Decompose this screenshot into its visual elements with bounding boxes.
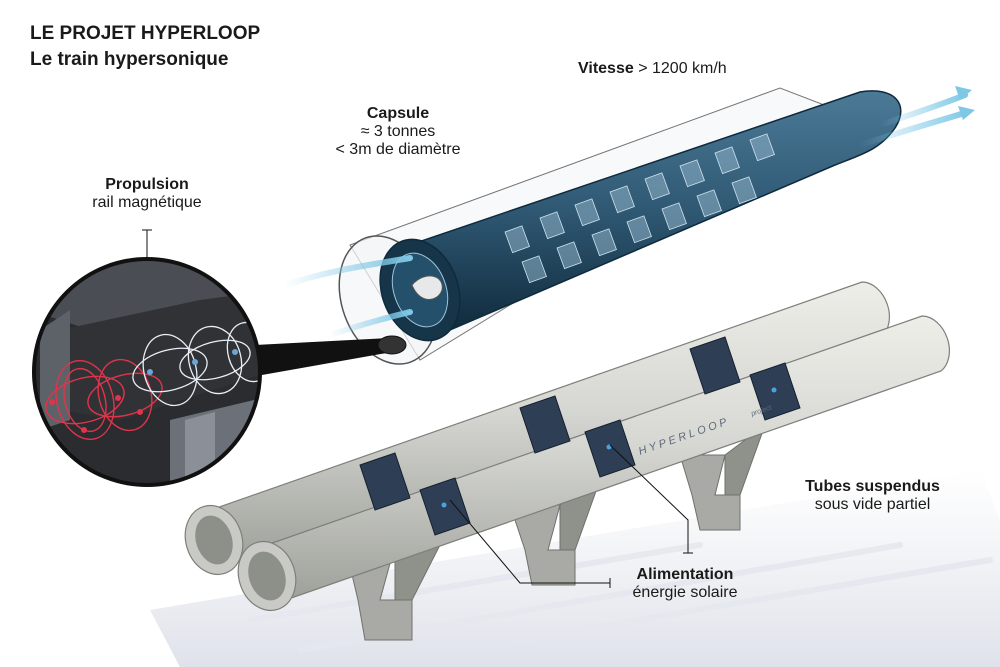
propulsion-label: Propulsion rail magnétique [67,176,227,212]
alimentation-label: Alimentation énergie solaire [605,566,765,602]
leader-lines [142,229,693,588]
speed-label-title: Vitesse [578,60,634,77]
capsule-label-title: Capsule [366,105,430,122]
capsule-label-diameter: < 3m de diamètre [335,141,461,158]
tubes-label-sub: sous vide partiel [814,496,931,513]
propulsion-label-title: Propulsion [105,176,189,193]
tubes-label: Tubes suspendus sous vide partiel [775,478,970,514]
capsule-seats [504,133,775,284]
capsule-label-weight: ≈ 3 tonnes [360,123,436,140]
speed-label: Vitesse > 1200 km/h [578,60,727,78]
propulsion-label-sub: rail magnétique [92,194,202,211]
capsule-label: Capsule ≈ 3 tonnes < 3m de diamètre [318,105,478,159]
airflow-arrowheads [955,86,975,120]
tube-ring-lights [441,387,777,508]
alimentation-label-title: Alimentation [636,566,734,583]
propulsion-pointer [255,335,407,375]
tubes-label-title: Tubes suspendus [805,478,940,495]
alimentation-label-sub: énergie solaire [632,584,738,601]
speed-label-value: > 1200 km/h [638,60,727,77]
page-title: LE PROJET HYPERLOOP [30,23,261,44]
propulsion-inset [32,257,262,487]
support-pylon-2 [509,478,601,586]
airflow-streams [282,92,971,338]
page-subtitle: Le train hypersonique [30,49,229,70]
